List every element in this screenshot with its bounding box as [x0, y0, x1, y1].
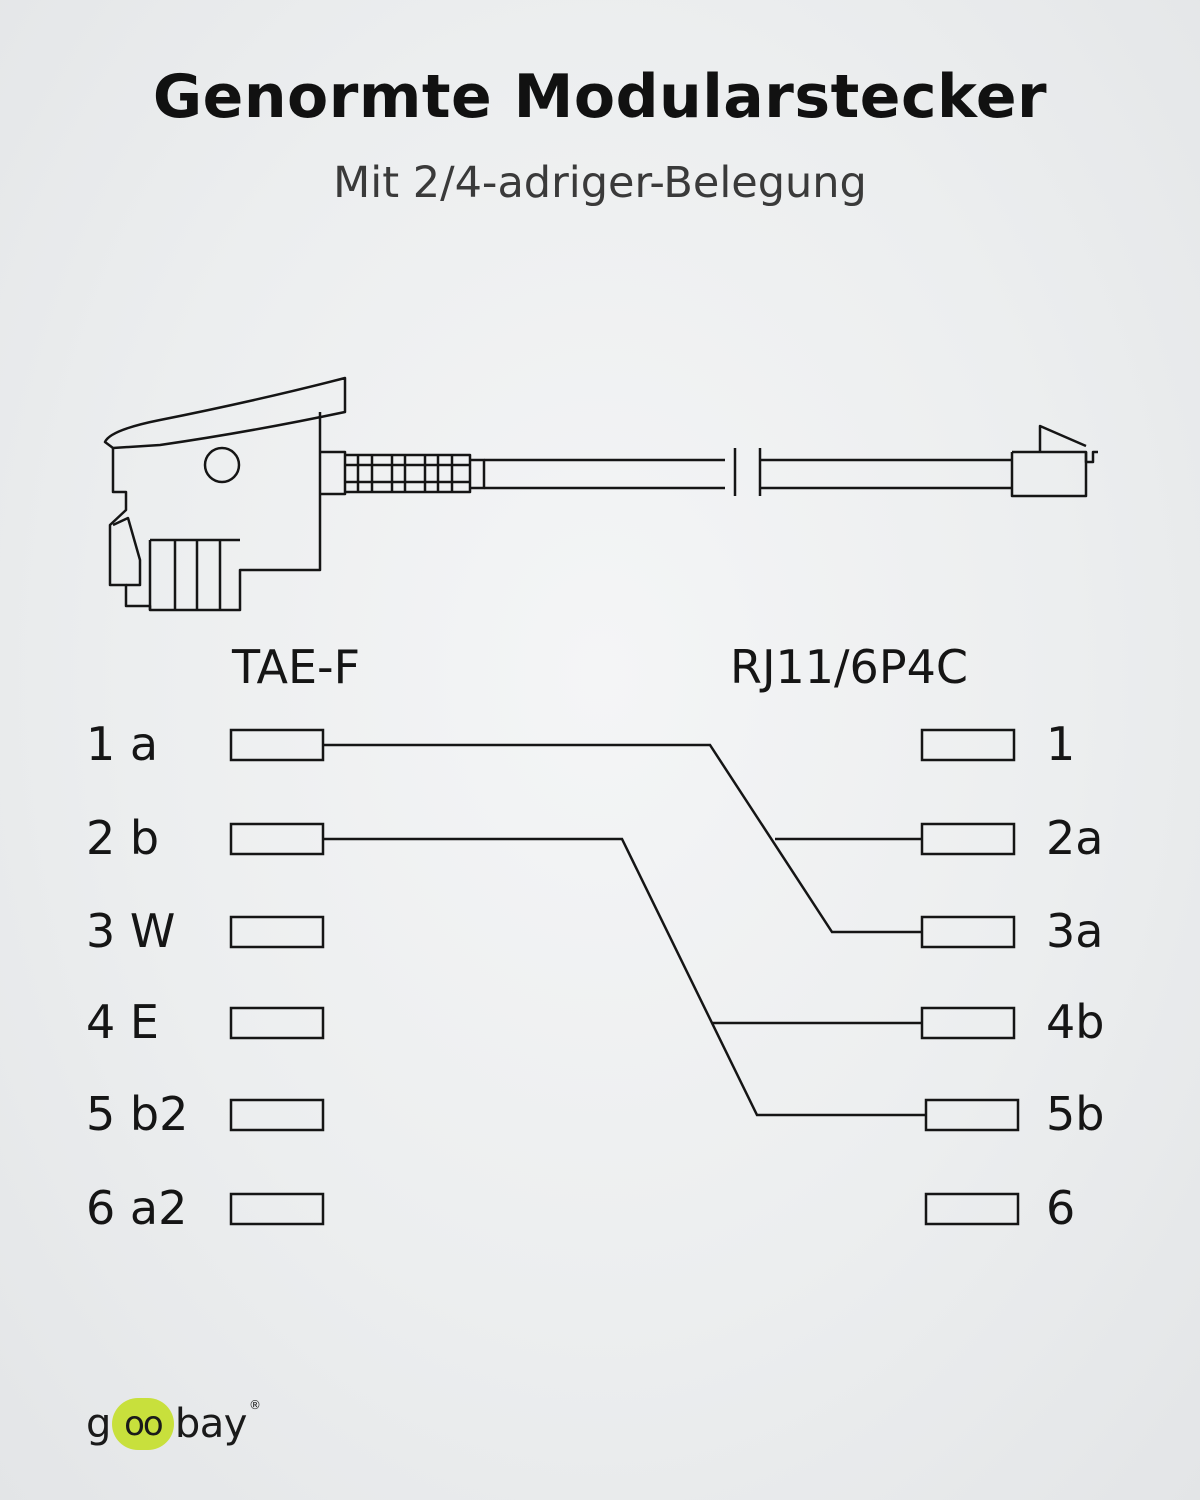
rj11-pin-box-3 [920, 915, 1016, 949]
tae-pin-label-3: 3 W [86, 904, 176, 958]
rj11-pin-label-2: 2a [1046, 811, 1104, 865]
rj11-header: RJ11/6P4C [730, 640, 968, 694]
rj11-pin-label-5: 5b [1046, 1087, 1105, 1141]
logo-bubble: oo [111, 1398, 174, 1450]
rj11-pin-label-6: 6 [1046, 1181, 1076, 1235]
wire-2b [323, 837, 926, 1117]
tae-plug-icon [103, 376, 486, 612]
tae-pin-label-2: 2 b [86, 811, 160, 865]
page-title: Genormte Modularstecker [152, 62, 1048, 132]
wire-1a [323, 743, 922, 934]
cable-line [484, 448, 1012, 496]
logo-text-post: bay [174, 1401, 248, 1447]
tae-f-header: TAE-F [232, 640, 361, 694]
rj11-pin-label-4: 4b [1046, 995, 1105, 1049]
goobay-logo: g oo bay ® [86, 1392, 261, 1456]
tae-pin-label-1: 1 a [86, 717, 159, 771]
tae-pin-box-1 [229, 728, 325, 762]
tae-pin-label-5: 5 b2 [86, 1087, 189, 1141]
tae-pin-label-6: 6 a2 [86, 1181, 188, 1235]
rj11-pin-boxes [920, 728, 1020, 1226]
cable-illustration [103, 376, 1098, 612]
tae-pin-box-4 [229, 1006, 325, 1040]
rj11-pin-label-3: 3a [1046, 904, 1104, 958]
rj11-pin-label-1: 1 [1046, 717, 1076, 771]
tae-pin-box-3 [229, 915, 325, 949]
logo-text-pre: g [86, 1401, 111, 1447]
rj11-pin-box-4 [920, 1006, 1016, 1040]
rj11-pin-box-1 [920, 728, 1016, 762]
tae-pin-boxes [229, 728, 325, 1226]
tae-pin-box-2 [229, 822, 325, 856]
logo-registered-mark: ® [248, 1398, 261, 1412]
rj11-pin-box-6 [924, 1192, 1020, 1226]
page-subtitle: Mit 2/4-adriger-Belegung [333, 158, 867, 208]
rj11-pin-box-2 [920, 822, 1016, 856]
tae-pin-box-6 [229, 1192, 325, 1226]
wires [323, 743, 926, 1117]
tae-pin-box-5 [229, 1098, 325, 1132]
tae-pin-label-4: 4 E [86, 995, 159, 1049]
rj11-plug-icon [1010, 424, 1098, 498]
rj11-pin-box-5 [924, 1098, 1020, 1132]
